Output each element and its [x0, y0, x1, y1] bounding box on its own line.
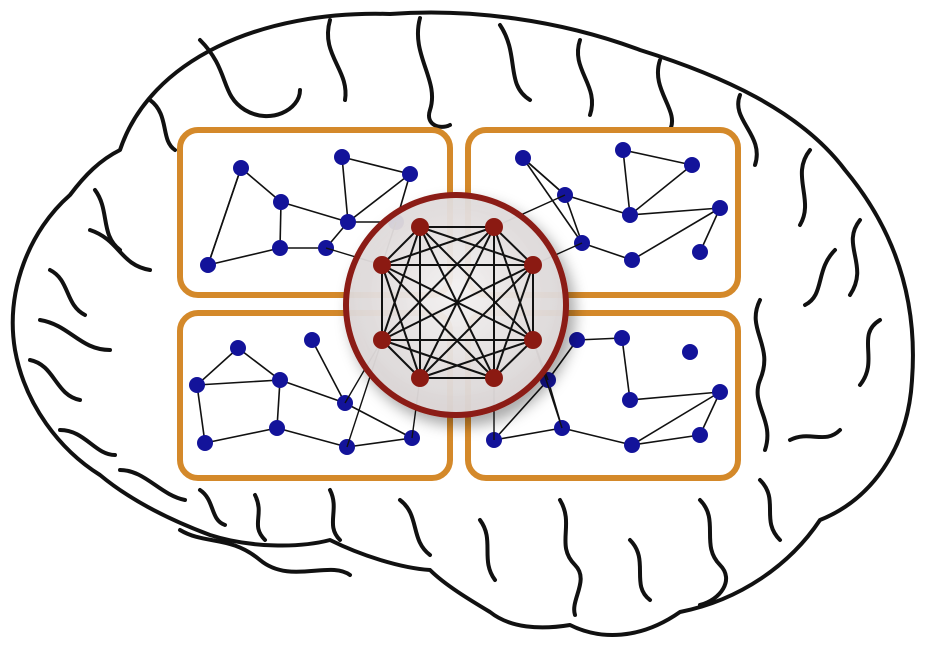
module-edge [629, 207, 721, 216]
module-edge [276, 427, 348, 448]
module-node [200, 257, 216, 273]
module-edge [341, 156, 411, 175]
module-edge [699, 207, 721, 253]
module-node [624, 252, 640, 268]
module-edge [522, 157, 566, 196]
module-node [197, 435, 213, 451]
module-node [614, 330, 630, 346]
hub-edge [381, 264, 421, 379]
module-node [340, 214, 356, 230]
hub-edge [381, 264, 534, 341]
hub-edge [493, 339, 534, 379]
module-edge [564, 194, 583, 244]
hub-edge [381, 339, 495, 379]
module-edge [207, 247, 281, 266]
module-edge [493, 379, 549, 441]
module-node [692, 244, 708, 260]
module-node [684, 157, 700, 173]
module-edge [347, 173, 411, 223]
module-node [615, 142, 631, 158]
module-edge [561, 427, 633, 446]
module-node [712, 384, 728, 400]
hub-nodes [373, 218, 542, 387]
module-node [273, 194, 289, 210]
module-edge [237, 347, 281, 381]
module-node [272, 372, 288, 388]
module-edge [622, 149, 693, 166]
module-node [692, 427, 708, 443]
module-edge [196, 347, 239, 386]
module-edge [493, 427, 563, 441]
module-edge [204, 427, 278, 444]
module-node [334, 149, 350, 165]
module-node [569, 332, 585, 348]
hub-node [411, 369, 429, 387]
hub-node [524, 256, 542, 274]
hub-edge [381, 264, 495, 379]
module-edge [621, 337, 631, 401]
module-edge [631, 434, 701, 446]
hub-node [485, 369, 503, 387]
module-edge [207, 167, 242, 266]
module-node [304, 332, 320, 348]
module-node [230, 340, 246, 356]
module-node [402, 166, 418, 182]
module-node [624, 437, 640, 453]
module-edge [631, 207, 721, 261]
brain-outline-icon [10, 10, 915, 637]
hub-edge [493, 226, 534, 266]
module-node [682, 344, 698, 360]
module-edge [629, 164, 693, 216]
module-edge [622, 149, 631, 216]
module-edge [196, 379, 281, 386]
module-node [712, 200, 728, 216]
hub-node [524, 331, 542, 349]
module-node [189, 377, 205, 393]
module-node [233, 160, 249, 176]
module-edge [346, 437, 413, 448]
module-edge [280, 201, 349, 223]
hub-node [373, 331, 391, 349]
hub-node [485, 218, 503, 236]
hub-node [411, 218, 429, 236]
module-edge [344, 402, 413, 439]
module-edge [629, 391, 721, 401]
module-edge [581, 242, 633, 261]
hub-edge [493, 264, 534, 379]
module-edge [240, 167, 282, 203]
module-edge [631, 391, 721, 446]
module-edge [279, 379, 346, 404]
module-node [622, 207, 638, 223]
module-edge [196, 384, 206, 444]
module-node [272, 240, 288, 256]
hub-edges [381, 226, 534, 379]
module-edge [564, 194, 631, 216]
module-edge [311, 339, 346, 404]
rich-club-hub [343, 192, 569, 418]
module-node [515, 150, 531, 166]
module-node [269, 420, 285, 436]
module-edge [341, 156, 349, 223]
hub-edge [381, 226, 495, 266]
module-edge [547, 339, 578, 381]
module-node [622, 392, 638, 408]
hub-node [373, 256, 391, 274]
module-edge [276, 379, 281, 429]
